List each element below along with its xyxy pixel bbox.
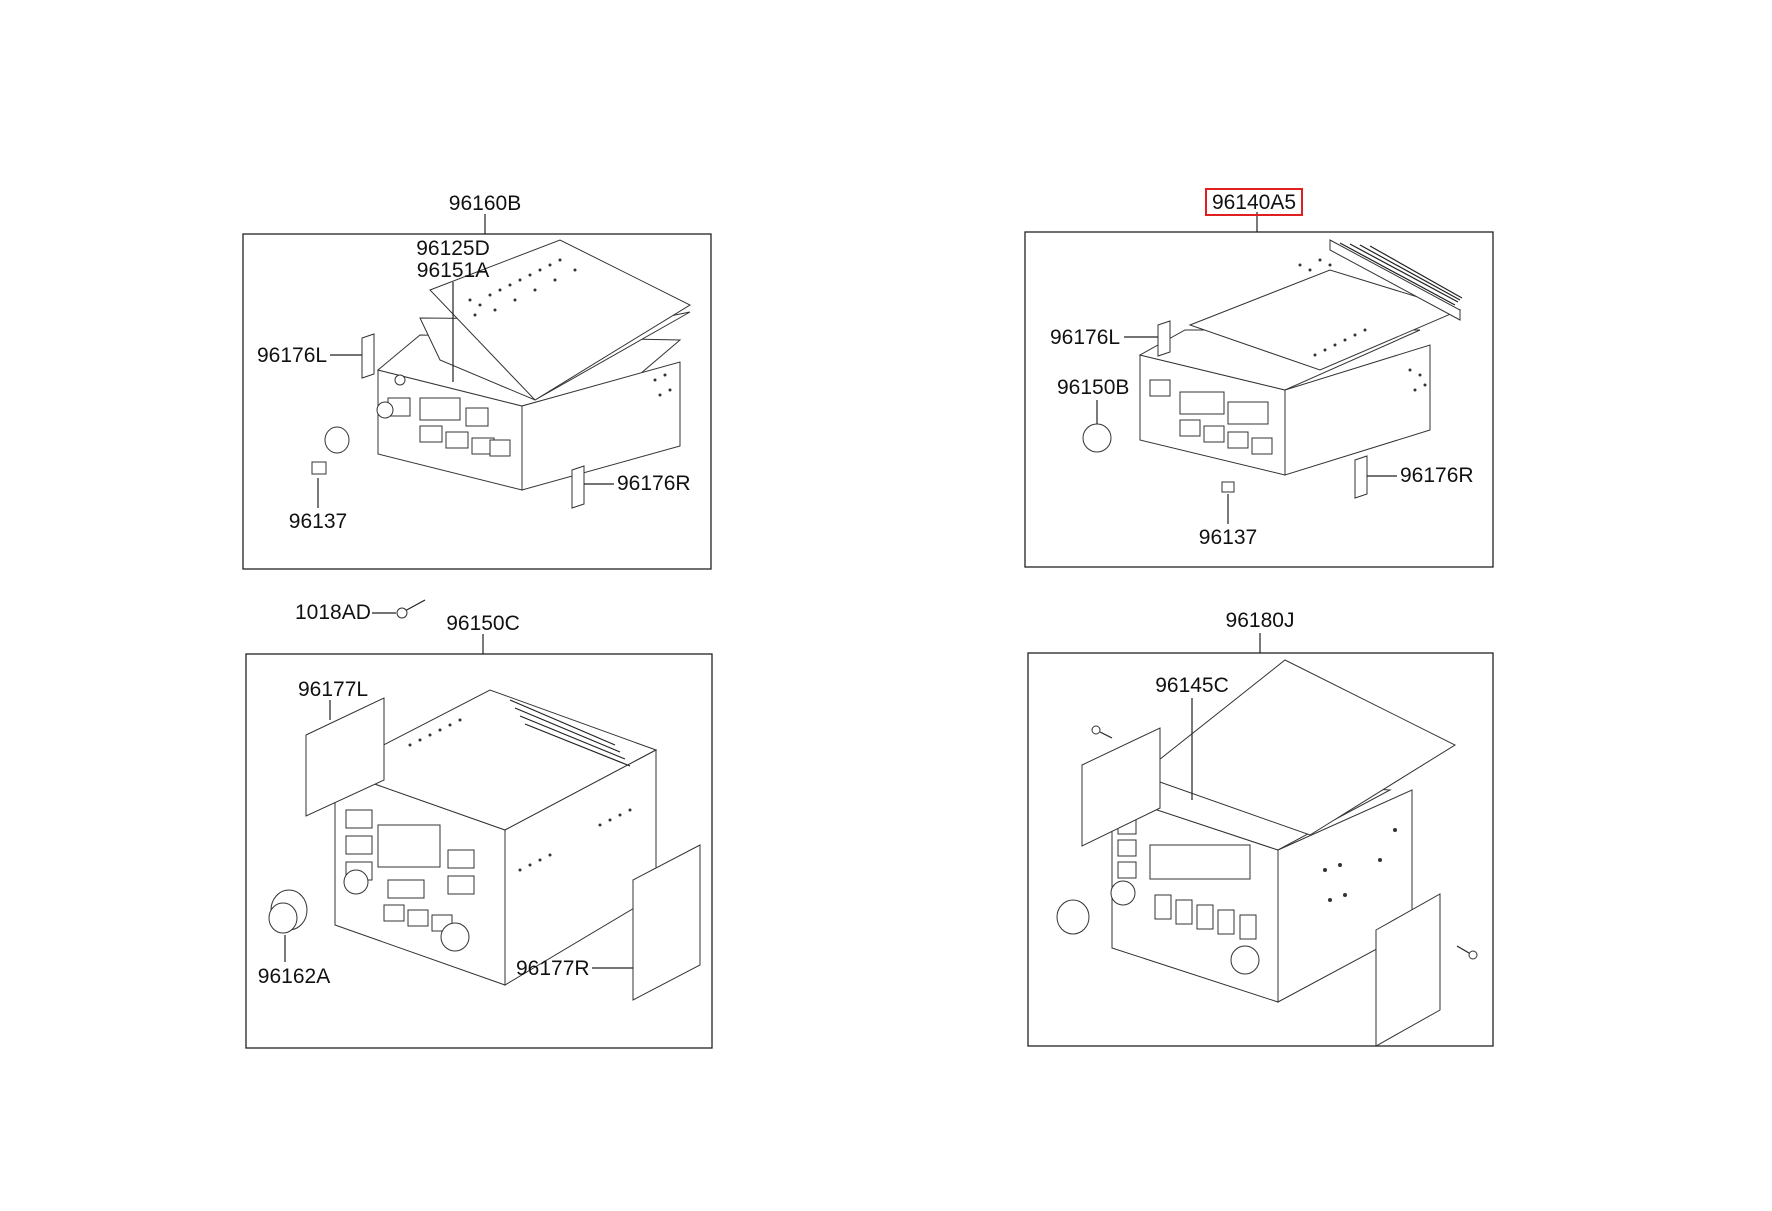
knob xyxy=(1056,899,1090,935)
bracket-96176l xyxy=(1157,320,1171,357)
callout-96176r[interactable]: 96176R xyxy=(1400,464,1474,487)
callout-1018ad[interactable]: 1018AD xyxy=(295,601,371,624)
radio-unit-96140a5 xyxy=(1138,239,1463,476)
knob-96150b xyxy=(1082,423,1112,453)
callout-96176l[interactable]: 96176L xyxy=(257,344,327,367)
cap-96137 xyxy=(311,461,327,475)
callout-96145c[interactable]: 96145C xyxy=(1155,674,1229,697)
group-96150c: 96150C 1018AD xyxy=(245,599,713,1049)
bracket-96177l xyxy=(305,697,385,817)
frame-96140a5 xyxy=(1024,231,1494,568)
vent-pattern xyxy=(468,258,672,397)
callout-96137-g1[interactable]: 96137 xyxy=(289,510,347,533)
callout-96162a[interactable]: 96162A xyxy=(258,965,330,988)
callout-96150b[interactable]: 96150B xyxy=(1057,376,1129,399)
heatsink-fins xyxy=(509,699,631,767)
bracket-left xyxy=(1081,727,1161,847)
bracket-96176r xyxy=(1354,455,1368,499)
frame-96160b xyxy=(242,233,712,570)
assembly-label-96180j[interactable]: 96180J xyxy=(1226,609,1295,632)
callout-96177l[interactable]: 96177L xyxy=(298,678,368,701)
bracket-96176r xyxy=(571,465,585,509)
heatsink-fins xyxy=(1339,242,1463,306)
callout-96151a[interactable]: 96151A xyxy=(417,259,489,282)
screw-left xyxy=(1091,725,1113,739)
highlight-box xyxy=(1205,188,1303,216)
frame-96150c xyxy=(245,653,713,1049)
callout-96137-g2[interactable]: 96137 xyxy=(1199,526,1257,549)
bracket-96176l xyxy=(361,333,375,379)
group-96180j: 96180J xyxy=(1027,609,1494,1047)
vent-pattern xyxy=(1323,828,1397,902)
callout-96176r[interactable]: 96176R xyxy=(617,472,691,495)
callout-96177r[interactable]: 96177R xyxy=(516,957,590,980)
callout-96176l[interactable]: 96176L xyxy=(1050,326,1120,349)
vent-pattern xyxy=(408,718,632,872)
assembly-label-96140a5[interactable]: 96140A5 xyxy=(1212,191,1296,214)
knob-96137 xyxy=(324,426,350,454)
assembly-label-96150c[interactable]: 96150C xyxy=(446,612,520,635)
radio-unit-96180j xyxy=(1110,659,1457,1003)
callout-96125d[interactable]: 96125D xyxy=(416,237,490,260)
screw-right xyxy=(1456,945,1478,960)
group-96140a5: 96140A5 xyxy=(1024,188,1494,568)
knob-96162a xyxy=(268,889,308,934)
screw-1018ad xyxy=(396,599,426,619)
bracket-right xyxy=(1375,893,1441,1047)
assembly-label-96160b[interactable]: 96160B xyxy=(449,192,521,215)
radio-unit-96150c xyxy=(333,689,658,986)
cap-96137 xyxy=(1221,481,1235,493)
bracket-96177r xyxy=(632,844,701,1001)
vent-pattern xyxy=(1298,258,1427,392)
group-96160b: 96160B xyxy=(242,192,712,570)
